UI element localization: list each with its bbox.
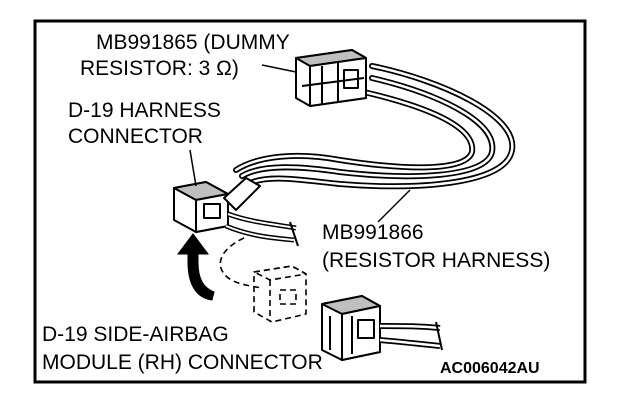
dummy-resistor-label-line2: RESISTOR: 3 Ω) bbox=[80, 57, 239, 80]
d19-harness-connector-icon bbox=[173, 177, 299, 247]
curved-up-arrow-icon bbox=[177, 233, 215, 301]
harness-connector-leader bbox=[189, 149, 197, 187]
resistor-harness-label-line1: MB991866 bbox=[322, 221, 424, 244]
harness-connector-label-line2: CONNECTOR bbox=[68, 125, 203, 148]
airbag-connector-label-line1: D-19 SIDE-AIRBAG bbox=[42, 323, 229, 346]
dummy-resistor-connector-icon bbox=[295, 49, 367, 107]
figure-code: AC006042AU bbox=[440, 360, 540, 377]
dummy-resistor-leader bbox=[261, 64, 297, 73]
harness-connector-label-line1: D-19 HARNESS bbox=[68, 99, 221, 122]
figure-frame bbox=[33, 19, 587, 384]
resistor-harness-cable bbox=[233, 63, 516, 190]
airbag-connector-label-line2: MODULE (RH) CONNECTOR bbox=[42, 351, 323, 374]
disconnected-connector-outline bbox=[219, 237, 307, 323]
side-airbag-module-connector-icon bbox=[321, 295, 443, 361]
dummy-resistor-label-line1: MB991865 (DUMMY bbox=[96, 31, 290, 54]
resistor-harness-leader bbox=[377, 189, 411, 223]
resistor-harness-label-line2: (RESISTOR HARNESS) bbox=[322, 249, 551, 272]
